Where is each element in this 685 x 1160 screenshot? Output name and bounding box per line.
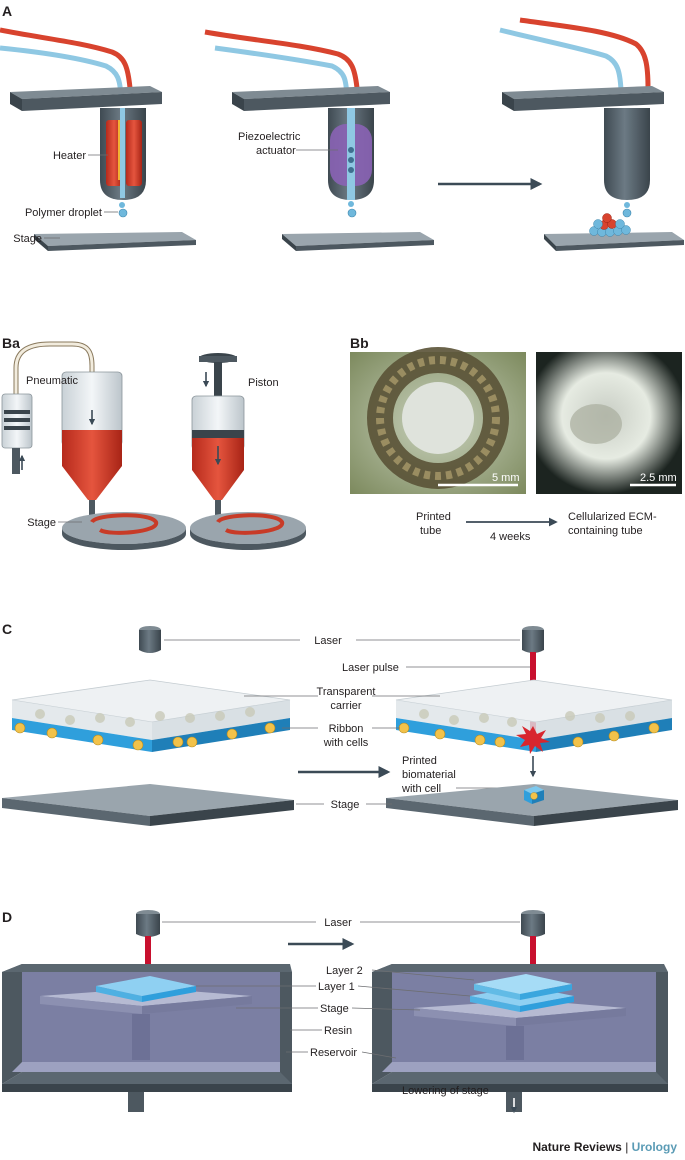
piezo-label-2: actuator [256,145,296,157]
panel-c: C Laser Laser pulse [2,621,678,826]
stage-label-a: Stage [13,233,42,245]
laser-left [139,626,161,653]
scale-label-2: 2.5 mm [640,472,677,484]
carrier-label-1: Transparent [317,686,376,698]
layer2-right [474,974,572,1000]
pneumatic-label: Pneumatic [26,375,78,387]
panel-bb: Bb 5 mm 2.5 mm Printed tube 4 weeks Cell… [350,335,682,543]
laser-right-d [521,910,545,937]
printed-biomaterial-label-1: Printed [402,755,437,767]
ecm-label-2: containing tube [568,525,643,537]
mount-top [10,86,162,99]
weeks-label: 4 weeks [490,531,531,543]
panel-c-letter: C [2,621,12,637]
piston-head [192,430,244,438]
thermal-printhead [0,27,196,251]
printed-strand-2 [216,513,284,535]
heater-label: Heater [53,150,86,162]
carrier-right [395,679,673,752]
ecm-label-1: Cellularized ECM- [568,511,657,523]
printed-biomaterial-label-3: with cell [401,783,441,795]
printed-droplet-stack [589,213,631,237]
heater-right [126,120,142,186]
reservoir-label: Reservoir [310,1047,357,1059]
laser-beam-d2 [530,936,536,980]
laser-label-c: Laser [314,635,342,647]
panel-ba-letter: Ba [2,335,20,351]
panel-bb-letter: Bb [350,335,369,351]
laser-burst [516,726,550,754]
cells-right [398,709,660,748]
laser-left-d [136,910,160,937]
blue-tube [0,45,124,97]
resin-label: Resin [324,1025,352,1037]
layer2-label: Layer 2 [326,965,363,977]
lowering-label: Lowering of stage [402,1085,489,1097]
stage-label-c: Stage [331,799,360,811]
laser-right [522,626,544,653]
stage-left-c [2,784,294,826]
printed-biomaterial-label-2: biomaterial [402,769,456,781]
carrier-label-2: carrier [330,700,362,712]
piston-extruder [190,353,306,550]
polymer-droplet-label: Polymer droplet [25,207,102,219]
printed-tube-label-1: Printed [416,511,451,523]
panel-a-letter: A [2,3,12,19]
pneumatic-extruder [1,341,186,550]
laser-pulse-label: Laser pulse [342,662,399,674]
piezo-label-1: Piezoelectric [238,131,301,143]
journal-section: Urology [631,1140,677,1154]
panel-d-letter: D [2,909,12,925]
layer1-label: Layer 1 [318,981,355,993]
cells-left [14,707,276,751]
printed-tube-label-2: tube [420,525,441,537]
bioink-1 [62,430,122,500]
layer1-left [96,976,196,1002]
printed-biomaterial-cube [524,786,544,804]
piston-label: Piston [248,377,279,389]
scale-label-1: 5 mm [492,472,520,484]
piezo-printhead [204,29,434,251]
laser-beam-d1 [145,936,151,982]
journal-name: Nature Reviews [532,1140,622,1154]
footer-separator: | [625,1140,629,1154]
mount-front [22,92,162,111]
footer-credit: Nature Reviews | Urology [532,1140,677,1154]
printed-result-a [499,17,684,251]
stage-top [34,232,196,246]
red-tube [0,27,133,89]
reservoir-left [2,964,292,1112]
stage-label-ba: Stage [27,517,56,529]
stage-label-d: Stage [320,1003,349,1015]
printed-strand-1 [90,513,158,535]
photo-ecm-tube: 2.5 mm [536,352,682,494]
laser-label-d: Laser [324,917,352,929]
panel-d: D Laser [2,909,668,1114]
photo-printed-tube: 5 mm [350,347,526,494]
stage-right-d [414,1000,626,1060]
polymer-droplet [118,208,128,218]
bioink-2 [192,438,244,500]
panel-ba: Ba Pneumatic Stage [1,335,306,550]
ribbon-label-2: with cells [323,737,369,749]
panel-a: A Heater Polymer droplet Stage [0,3,684,251]
ribbon-label-1: Ribbon [329,723,364,735]
